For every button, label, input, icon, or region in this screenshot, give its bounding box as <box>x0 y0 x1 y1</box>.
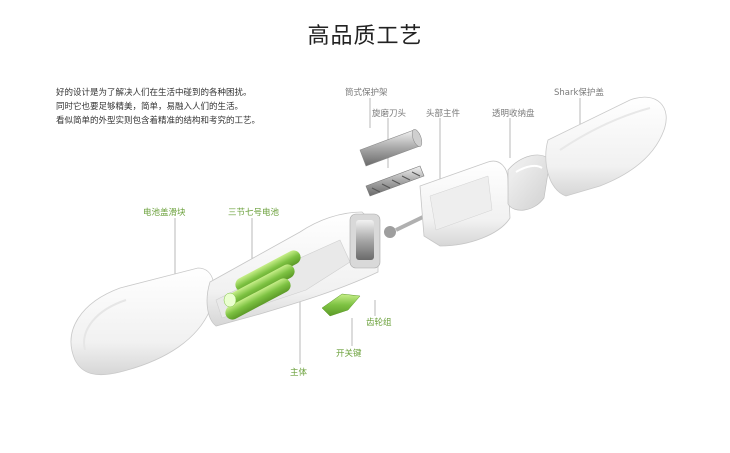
label-cap: Shark保护盖 <box>554 88 604 98</box>
label-battery-slide: 电池盖滑块 <box>143 208 186 218</box>
intro-line: 同时它也要足够精美，简单，易融入人们的生活。 <box>56 102 244 112</box>
gear-illustration <box>349 213 426 269</box>
leader-lines <box>174 98 581 364</box>
intro-line: 看似简单的外型实则包含着精准的结构和考究的工艺。 <box>56 116 261 126</box>
label-battery: 三节七号电池 <box>228 208 280 218</box>
label-collector: 透明收纳盘 <box>492 109 535 119</box>
cap-illustration <box>545 96 667 197</box>
main-body-illustration <box>206 211 426 327</box>
label-switch: 开关键 <box>336 349 362 359</box>
label-blade-guard: 筒式保护架 <box>345 88 388 98</box>
label-gear: 齿轮组 <box>366 318 392 328</box>
collector-illustration <box>507 154 551 211</box>
intro-line: 好的设计是为了解决人们在生活中碰到的各种困扰。 <box>56 88 252 98</box>
head-body-illustration <box>419 160 511 247</box>
blade-guard-illustration <box>359 129 423 167</box>
intro-text: 好的设计是为了解决人们在生活中碰到的各种困扰。 同时它也要足够精美，简单，易融入… <box>56 86 296 128</box>
label-main-body: 主体 <box>290 368 308 378</box>
page-title: 高品质工艺 <box>307 24 423 49</box>
battery-cover-illustration <box>70 267 215 376</box>
label-head-body: 头部主件 <box>426 109 461 119</box>
label-rotary-blade: 旋磨刀头 <box>372 109 407 119</box>
switch-illustration <box>321 293 361 317</box>
rotary-blade-illustration <box>365 165 425 197</box>
battery-illustration <box>223 250 301 320</box>
